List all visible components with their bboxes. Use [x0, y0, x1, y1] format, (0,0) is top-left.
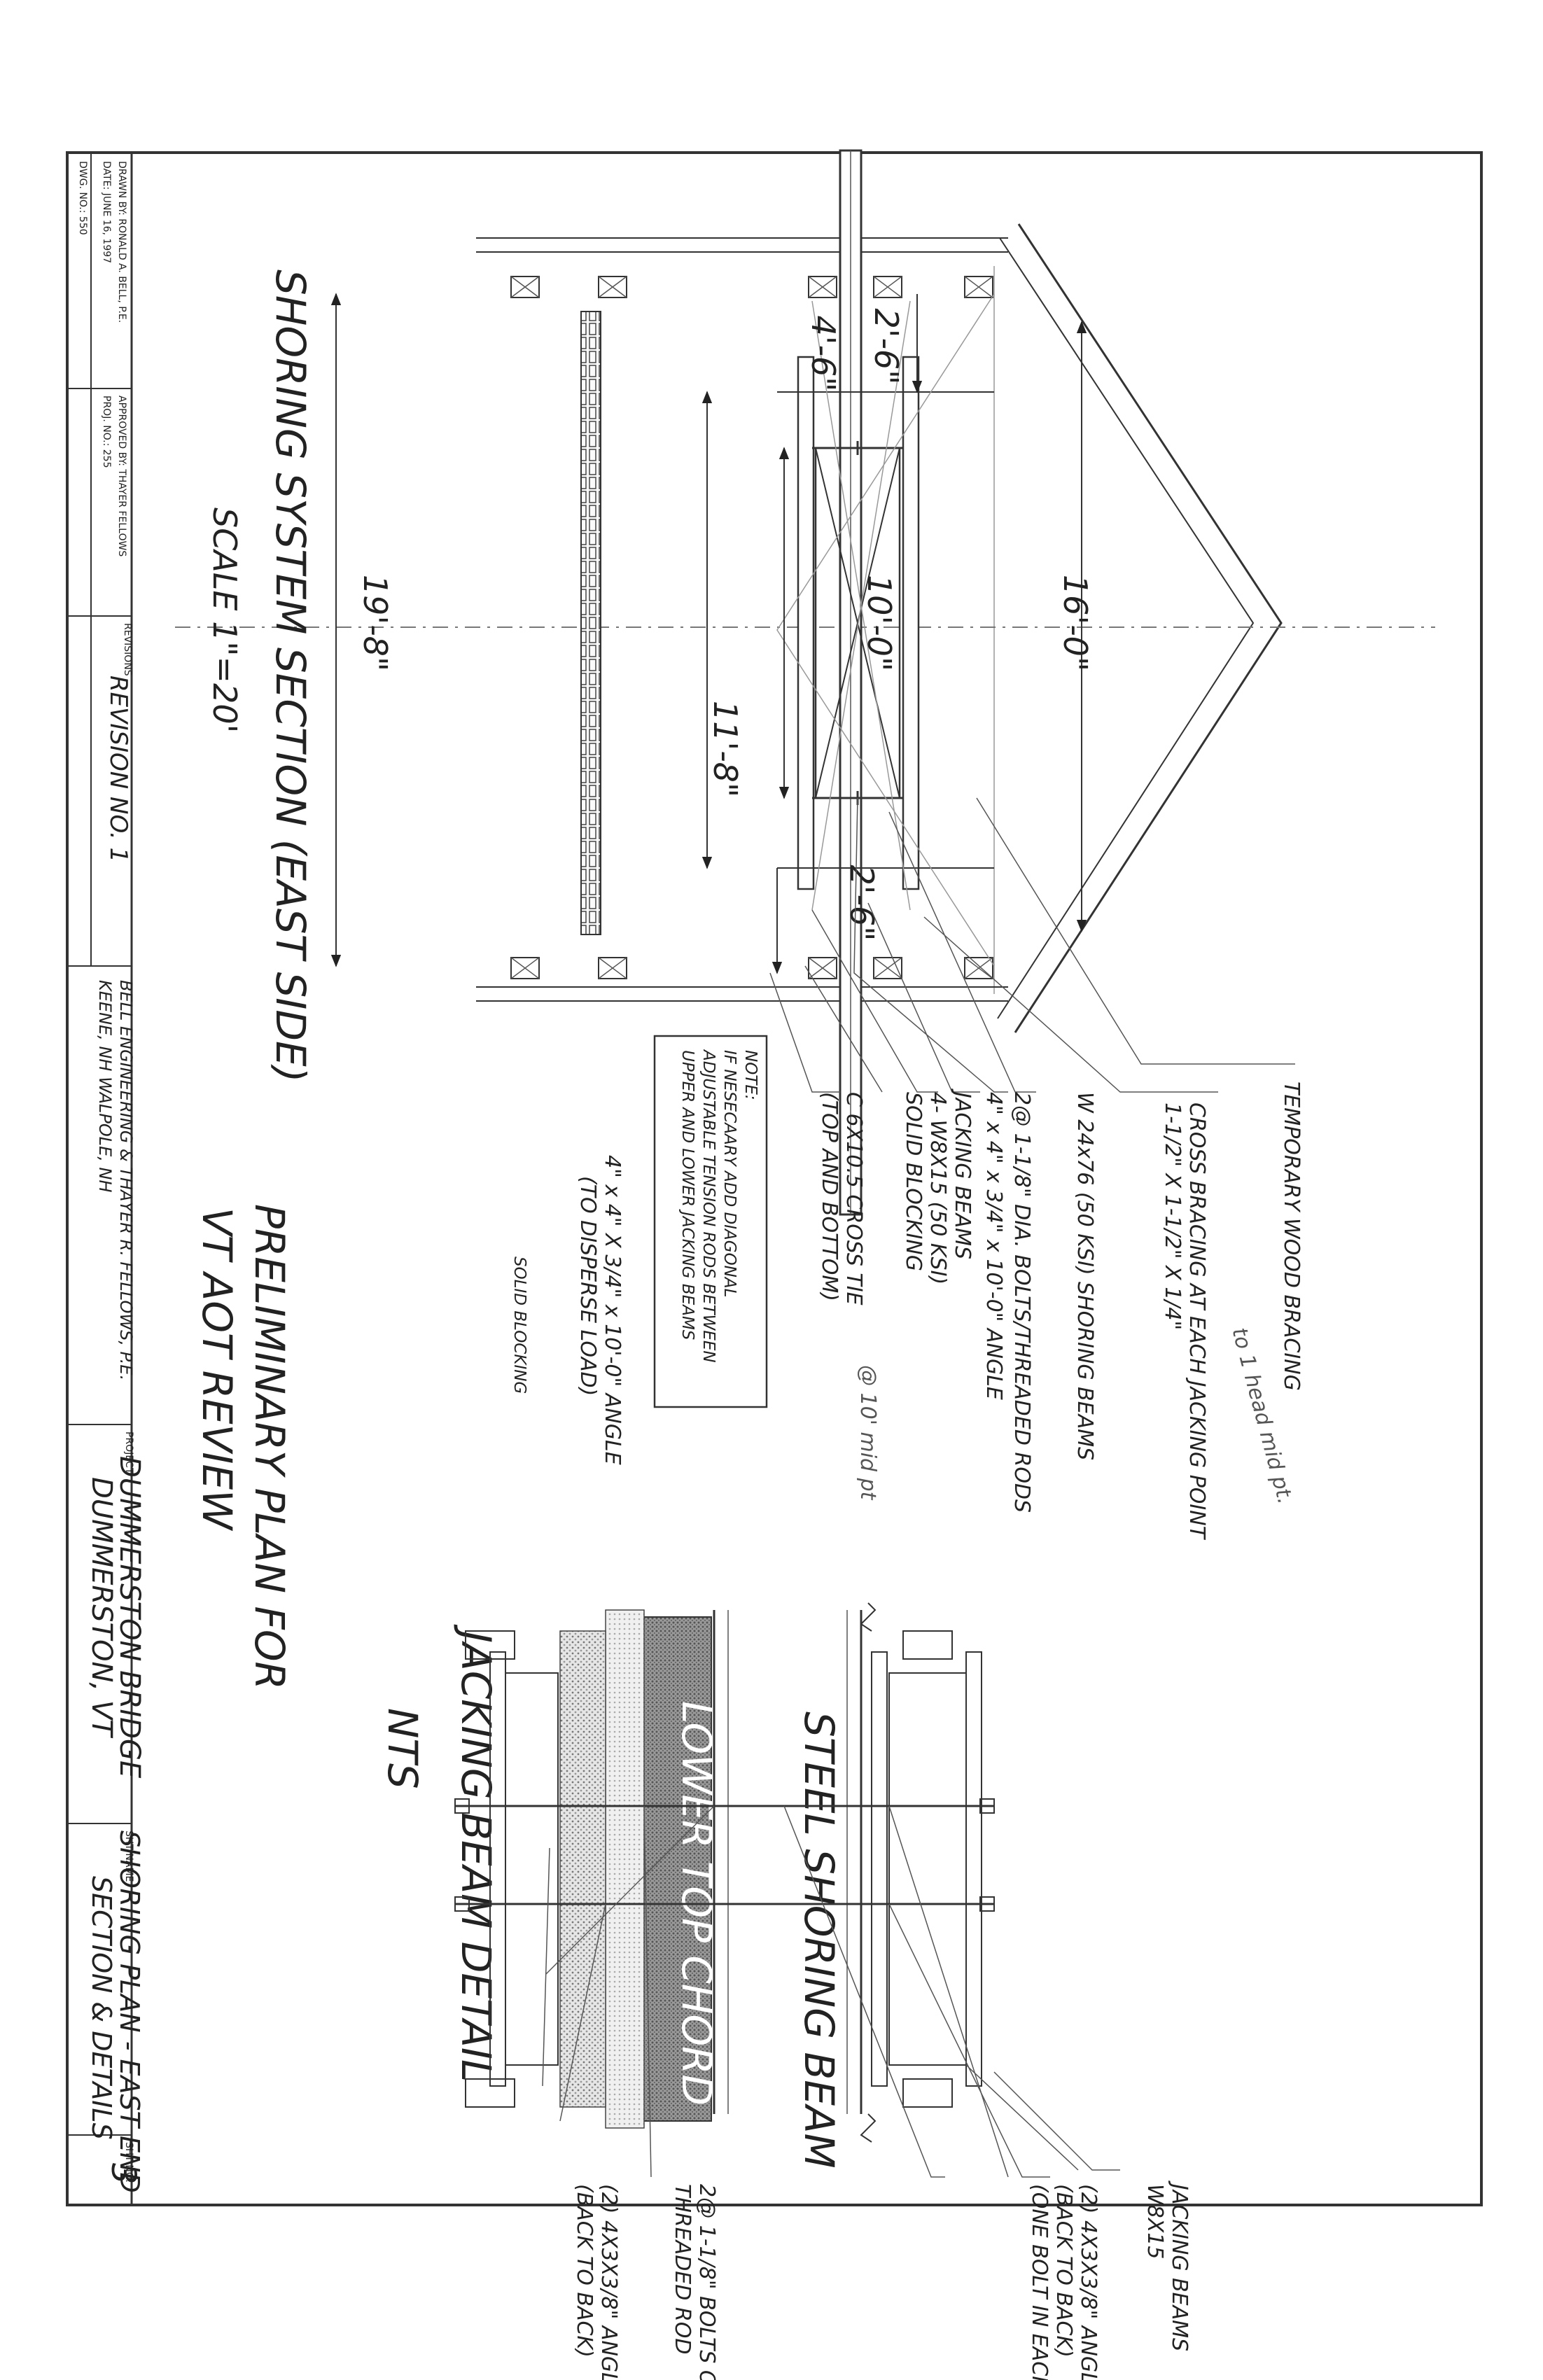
- detail-label-bolts-1: 2@ 1-1/8" BOLTS OR: [694, 2184, 719, 2380]
- dim-left-4-6: 4'-6": [804, 316, 842, 392]
- lower-jacking-beam: [797, 356, 815, 890]
- label-cross-bracing-2: 1-1/2" X 1-1/2" X 1/4": [1160, 1102, 1185, 1330]
- tb-approved-by: APPROVED BY: THAYER FELLOWS: [116, 396, 127, 556]
- handwritten-note-2: @ 10' mid pt: [856, 1365, 880, 1501]
- label-jacking-beams-2: 4- W8X15 (50 KSI): [926, 1092, 950, 1284]
- label-solid-blocking: SOLID BLOCKING: [901, 1092, 926, 1271]
- detail-label-jacking-2: W8X15: [1143, 2184, 1167, 2259]
- solid-blocking-rail: [580, 311, 601, 935]
- label-cross-bracing-1: CROSS BRACING AT EACH JACKING POINT: [1185, 1102, 1209, 1541]
- section-title: SHORING SYSTEM SECTION (EAST SIDE): [267, 270, 314, 1082]
- dim-11-8: 11'-8": [706, 701, 744, 797]
- dim-16-0: 16'-0": [1056, 575, 1094, 671]
- tb-firm-line-2: KEENE, NH WALPOLE, NH: [95, 980, 115, 1193]
- steel-shoring-beam-label: STEEL SHORING BEAM: [795, 1712, 843, 2169]
- shoring-section-drawing: 16'-0" 10'-0" 11'-8" 19'-8" 2'-6" 4'-6" …: [175, 149, 1435, 1216]
- detail-scale: NTS: [379, 1708, 426, 1789]
- detail-label-jacking-1: JACKING BEAMS: [1167, 2180, 1192, 2351]
- tb-revisions-header: REVISIONS: [122, 623, 133, 676]
- dim-19-8: 19'-8": [356, 575, 394, 671]
- note-line-2: ADJUSTABLE TENSION RODS BETWEEN: [699, 1049, 718, 1363]
- label-bolts-rods: 2@ 1-1/8" DIA. BOLTS/THREADED RODS: [1010, 1092, 1034, 1513]
- tb-revision-no: REVISION NO. 1: [104, 676, 132, 862]
- section-scale: SCALE 1"=20': [206, 507, 244, 733]
- tb-sheet-name-header: SHT NAME: [123, 1830, 134, 1882]
- tb-sheet-no-header: SHT NO.: [123, 2142, 134, 2183]
- label-lower-angle-2: (TO DISPERSE LOAD): [575, 1176, 600, 1396]
- detail-label-angle-bot-2: (BACK TO BACK): [572, 2184, 596, 2358]
- dim-right-2-6: 2'-6": [843, 865, 881, 941]
- tb-drawn-by: DRAWN BY: RONALD A. BELL, P.E.: [116, 161, 127, 323]
- note-heading: NOTE:: [741, 1050, 760, 1100]
- label-temporary-wood-bracing: TEMPORARY WOOD BRACING: [1279, 1082, 1304, 1391]
- label-lower-solid-blocking: SOLID BLOCKING: [510, 1256, 529, 1394]
- tb-dwg-no: DWG. NO.: 550: [77, 161, 88, 235]
- roof-inner: [997, 237, 1255, 1019]
- preliminary-line-2: VT AOT REVIEW: [193, 1208, 241, 1532]
- detail-label-angle-top-2: (BACK TO BACK): [1052, 2184, 1076, 2358]
- title-block: DRAWN BY: RONALD A. BELL, P.E. DATE: JUN…: [67, 153, 146, 2205]
- tb-sheet-name-2: SECTION & DETAILS: [86, 1876, 117, 2140]
- preliminary-line-1: PRELIMINARY PLAN FOR: [246, 1204, 293, 1690]
- dim-left-2-6: 2'-6": [867, 309, 905, 385]
- tb-proj-no: PROJ. NO.: 255: [101, 396, 112, 468]
- label-cross-tie-1: C 6X10.5 CROSS TIE: [842, 1092, 866, 1306]
- label-jacking-beams-1: JACKING BEAMS: [950, 1088, 975, 1259]
- tb-firm-line-1: BELL ENGINEERING & THAYER R. FELLOWS, P.…: [116, 980, 136, 1380]
- tb-sheet-no: 3: [104, 2163, 143, 2185]
- detail-title: JACKING BEAM DETAIL: [452, 1624, 500, 2082]
- tb-project-line-2: DUMMERSTON, VT: [85, 1477, 118, 1739]
- tb-project-line-1: DUMMERSTON BRIDGE: [113, 1456, 146, 1779]
- detail-label-angle-top-3: (ONE BOLT IN EACH): [1027, 2184, 1052, 2380]
- section-labels: TEMPORARY WOOD BRACING CROSS BRACING AT …: [510, 1082, 1304, 1541]
- right-jacking-stack: [510, 957, 993, 979]
- solid-blocking-stack: [559, 1630, 606, 2108]
- label-shoring-beams: W 24x76 (50 KSI) SHORING BEAMS: [1073, 1092, 1097, 1460]
- jacking-beam-detail: JACKING BEAM DETAIL NTS STEEL SHORING BE…: [379, 1602, 1120, 2178]
- tb-project-header: PROJECT: [123, 1432, 134, 1474]
- roof-outline: [1014, 223, 1283, 1033]
- label-angle: 4" x 4" x 3/4" x 10'-0" ANGLE: [982, 1092, 1006, 1400]
- label-cross-tie-2: (TOP AND BOTTOM): [817, 1092, 842, 1301]
- upper-jacking-beam: [902, 356, 920, 890]
- left-jacking-stack: [510, 276, 993, 298]
- detail-label-bolts-2: THREADED ROD: [670, 2184, 694, 2354]
- note-line-3: UPPER AND LOWER JACKING BEAMS: [678, 1050, 697, 1340]
- dim-10-0: 10'-0": [860, 575, 898, 671]
- tb-sheet-name-1: SHORING PLAN - EAST END: [114, 1830, 145, 2193]
- sheet-border: [66, 151, 1483, 2206]
- tb-date: DATE: JUNE 16, 1997: [101, 161, 112, 263]
- detail-label-angle-top-1: (2) 4X3X3/8" ANGLE: [1076, 2184, 1101, 2380]
- label-lower-angle-1: 4" x 4" X 3/4" x 10'-0" ANGLE: [600, 1155, 624, 1465]
- note-line-1: IF NESECAARY ADD DIAGONAL: [720, 1050, 739, 1297]
- lower-top-chord: [642, 1616, 712, 2122]
- detail-labels: JACKING BEAMS W8X15 (2) 4X3X3/8" ANGLE (…: [572, 2180, 1192, 2380]
- note-box: NOTE: IF NESECAARY ADD DIAGONAL ADJUSTAB…: [653, 1035, 768, 1408]
- rotated-drawing: 16'-0" 10'-0" 11'-8" 19'-8" 2'-6" 4'-6" …: [67, 149, 1435, 2380]
- detail-label-angle-bot-1: (2) 4X3X3/8" ANGLE: [596, 2184, 621, 2380]
